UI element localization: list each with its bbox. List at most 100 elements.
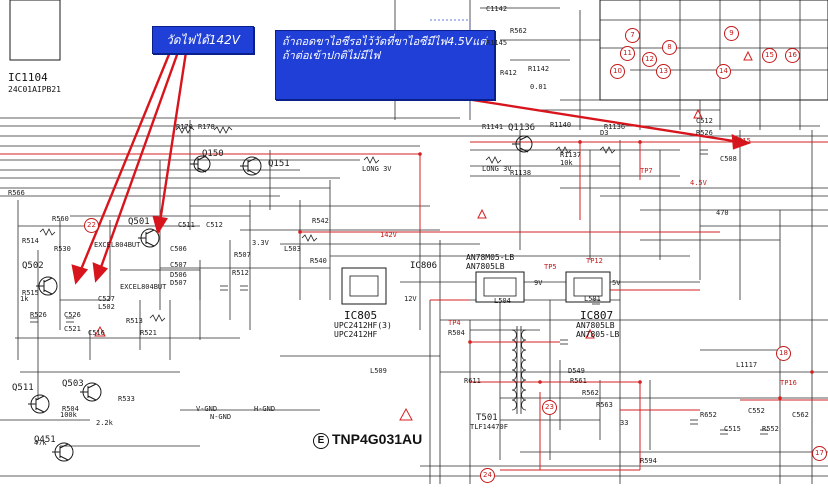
component-label: C512 [696,117,713,125]
value-label: 0.01 [530,83,547,91]
component-label: L501 [584,295,601,303]
q511-label: Q511 [12,383,34,393]
ic-inner-boxes [349,275,603,297]
net-label: LONG 3V [362,165,392,173]
component-label: R566 [8,189,25,197]
value-label: 4.5V [690,179,707,187]
ic807-body [565,271,611,303]
component-label: C511 [178,221,195,229]
component-label: C552 [748,407,765,415]
net-label: TP4 [448,319,461,327]
component-label: C526 [64,311,81,319]
q150-label: Q150 [202,149,224,159]
q503-label: Q503 [62,379,84,389]
transformer-t501 [511,326,527,414]
component-label: R412 [500,69,517,77]
pin-marker: 11 [620,46,635,61]
component-label: R1142 [528,65,550,73]
q451-label: Q451 [34,435,56,445]
component-label: L504 [494,297,511,305]
value-label: 1k [20,295,29,303]
q502-label: Q502 [22,261,44,271]
warning-icon [585,328,595,339]
q501-label: Q501 [128,217,150,227]
component-label: C508 [720,155,737,163]
ic805-part2: UPC2412HF [334,330,378,339]
pin-marker: 16 [785,48,800,63]
arrow-head [152,215,168,236]
net-label: LONG 3V [482,165,512,173]
pin-marker: 14 [716,64,731,79]
component-label: L503 [284,245,301,253]
component-label: R594 [640,457,657,465]
warning-icon [477,208,487,219]
voltage-annotation: วัดไฟได้142V [152,26,254,54]
component-label: D506 [170,271,187,279]
pin-marker: 13 [656,64,671,79]
ic-annotation: ถ้าถอดขาไอซีรอไว้วัดที่ขาไอซีมีไฟ4.5Vแต่… [275,30,495,100]
component-label: R515 [22,289,39,297]
component-label: R1140 [550,121,572,129]
pin-marker: 8 [662,40,677,55]
value-label: 10k [560,159,573,167]
pin-marker: 7 [625,28,640,43]
component-label: D507 [170,279,187,287]
component-label: R170 [176,123,193,131]
net-label: TP5 [544,263,557,271]
ic-main-right [599,0,828,101]
ic1104-ref: IC1104 [8,71,48,84]
component-label: R513 [126,317,143,325]
net-label: TP7 [640,167,653,175]
component-label: R521 [140,329,157,337]
value-label: 12V [404,295,417,303]
pin-marker: 23 [542,400,557,415]
net-label: H-GND [254,405,276,413]
component-label: R1137 [560,151,582,159]
component-label: C1142 [486,5,508,13]
pin-marker: 15 [762,48,777,63]
ic1104-part: 24C01AIPB21 [8,85,61,94]
ic807-ref: IC807 [580,309,614,322]
arrow-head [92,262,109,283]
pin-marker: 22 [84,218,99,233]
component-label: R540 [310,257,327,265]
value-label: 33 [620,419,629,427]
component-label: R1141 [482,123,504,131]
ic807-part1: AN7805LB [576,321,615,330]
code-letter: E [313,433,329,449]
ic805-ref: IC805 [344,309,378,322]
warning-triangles [94,50,753,421]
net-label: V-GND [196,405,218,413]
component-label: R504 [62,405,79,413]
net-label: EXCEL804BUT [120,283,167,291]
ic806-part1: AN78M05-LB [466,253,515,262]
junction-dots [298,140,814,400]
value-label: 47k [34,439,47,447]
component-label: R1145 [486,39,508,47]
component-label: R504 [448,329,465,337]
component-label: R533 [118,395,135,403]
component-label: R1136 [604,123,626,131]
component-label: C507 [170,261,187,269]
value-label: 470 [716,209,729,217]
component-label: C521 [64,325,81,333]
net-label: TP16 [780,379,797,387]
component-label: C516 [88,329,105,337]
component-label: R526 [696,129,713,137]
pin-marker: 9 [724,26,739,41]
value-label: 5V [612,279,621,287]
component-label: R562 [582,389,599,397]
component-label: R652 [700,411,717,419]
ic807-part2: AN7805-LB [576,330,620,339]
component-label: D549 [568,367,585,375]
ic805-part1: UPC2412HF(3) [334,321,392,330]
component-label: C562 [792,411,809,419]
component-label: R611 [464,377,481,385]
component-label: C512 [206,221,223,229]
component-label: R560 [52,215,69,223]
t501-label: T501 [476,413,498,423]
code-text: TNP4G031AU [332,431,423,447]
net-label: EXCEL804BUT [94,241,141,249]
q1136-label: Q1136 [508,123,536,133]
